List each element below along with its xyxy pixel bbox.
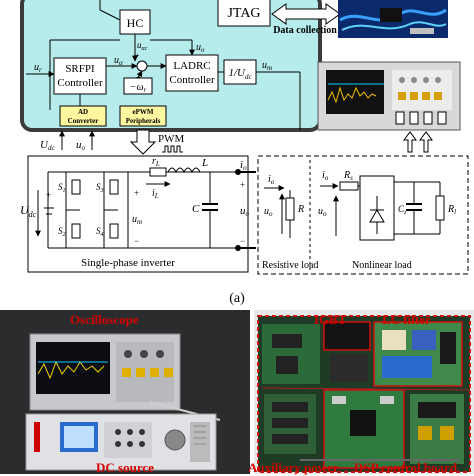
rs-label: Rs bbox=[343, 170, 353, 182]
u-ref-label: ur bbox=[34, 62, 42, 74]
udc-feedback-label: Udc bbox=[40, 139, 55, 152]
svg-text:−: − bbox=[134, 236, 139, 246]
pwm-arrow bbox=[129, 129, 157, 155]
nonlinear-caption: Nonlinear load bbox=[352, 260, 412, 271]
ladrc-line1: LADRC bbox=[173, 60, 210, 72]
resistor-rs bbox=[339, 181, 359, 191]
r-label: R bbox=[297, 204, 304, 215]
svg-text:+: + bbox=[240, 180, 245, 190]
srfpi-line2: Controller bbox=[57, 77, 103, 89]
c-label: C bbox=[192, 203, 200, 215]
u-alpha-label: uα bbox=[114, 55, 123, 67]
svg-text:−: − bbox=[240, 236, 245, 246]
hc-block bbox=[119, 9, 151, 35]
svg-text:+: + bbox=[134, 188, 139, 198]
ad-line2: Converter bbox=[68, 117, 99, 125]
jtag-block bbox=[217, 0, 271, 27]
panel-a-label: (a) bbox=[229, 291, 245, 306]
svg-text:S2: S2 bbox=[58, 226, 66, 238]
uo-out-label: uo bbox=[240, 205, 250, 218]
ad-line1: AD bbox=[78, 108, 88, 116]
epwm-block bbox=[119, 105, 167, 127]
divider-label: 1/Udc bbox=[228, 67, 252, 81]
um-label: um bbox=[132, 214, 142, 226]
pwm-label: PWM bbox=[158, 133, 185, 145]
hardware-photo bbox=[0, 310, 474, 474]
resistor-r bbox=[285, 197, 295, 221]
resistive-caption: Resistive load bbox=[262, 260, 318, 271]
l-label: L bbox=[201, 157, 208, 169]
svg-text:S4: S4 bbox=[96, 226, 104, 238]
srfpi-controller-block bbox=[53, 57, 107, 95]
il-label: iL bbox=[152, 188, 159, 200]
ladrc-line2: Controller bbox=[169, 74, 215, 86]
inverter-caption: Single-phase inverter bbox=[81, 257, 175, 269]
nl-uo-label: uo bbox=[318, 206, 327, 218]
u-m-label: um bbox=[262, 60, 272, 72]
svg-text:S3: S3 bbox=[96, 182, 104, 194]
igbt-label: IGBT bbox=[314, 312, 347, 327]
oscilloscope-label: Oscilloscope bbox=[70, 312, 139, 327]
summing-junction bbox=[136, 60, 148, 72]
inverter-frame bbox=[27, 155, 249, 273]
io-out-label: io bbox=[240, 159, 247, 172]
cz-label: Cz bbox=[398, 204, 407, 216]
dc-source-label: DC source bbox=[96, 460, 154, 475]
epwm-line2: Peripherals bbox=[126, 117, 161, 125]
res-uo-label: uo bbox=[264, 206, 273, 218]
rl-resistor bbox=[149, 167, 167, 177]
udc-label: Udc bbox=[20, 203, 37, 219]
svg-text:+: + bbox=[135, 51, 140, 60]
switch-s2: S2 bbox=[58, 210, 81, 248]
inductor-l bbox=[167, 167, 201, 174]
omega-label: −ωr bbox=[130, 82, 147, 94]
auxiliary-power-label: Auxiliary power bbox=[248, 460, 339, 475]
svg-text:+: + bbox=[46, 190, 51, 200]
loads-frame bbox=[257, 155, 469, 275]
u-alpha-c-label: uαc bbox=[137, 40, 148, 52]
control-system-diagram: HC JTAG Data collection SRFPI Controller… bbox=[20, 0, 469, 306]
u-o-top-label: uo bbox=[196, 42, 205, 54]
rl-label: rL bbox=[152, 156, 160, 168]
switch-s1: S1 bbox=[58, 172, 81, 210]
data-collection-label: Data collection bbox=[273, 25, 337, 36]
lc-filter-label: LC filter bbox=[382, 312, 431, 327]
switch-s3: S3 bbox=[96, 172, 119, 210]
res-io-label: io bbox=[268, 174, 275, 186]
rl-load-label: Rl bbox=[447, 204, 456, 216]
uo-feedback-label: uo bbox=[76, 139, 86, 152]
dsp-control-board-label: DSP control board bbox=[354, 460, 458, 475]
oscilloscope-image bbox=[317, 61, 461, 131]
epwm-line1: ePWM bbox=[133, 108, 154, 116]
scope-screen bbox=[36, 342, 110, 394]
hc-label: HC bbox=[127, 16, 144, 30]
resistor-rl bbox=[435, 195, 445, 221]
switch-s4: S4 bbox=[96, 210, 119, 248]
jtag-label: JTAG bbox=[227, 6, 260, 21]
ad-converter-block bbox=[59, 105, 107, 127]
srfpi-line1: SRFPI bbox=[65, 63, 95, 75]
svg-text:S1: S1 bbox=[58, 182, 66, 194]
nl-io-label: io bbox=[322, 170, 329, 182]
